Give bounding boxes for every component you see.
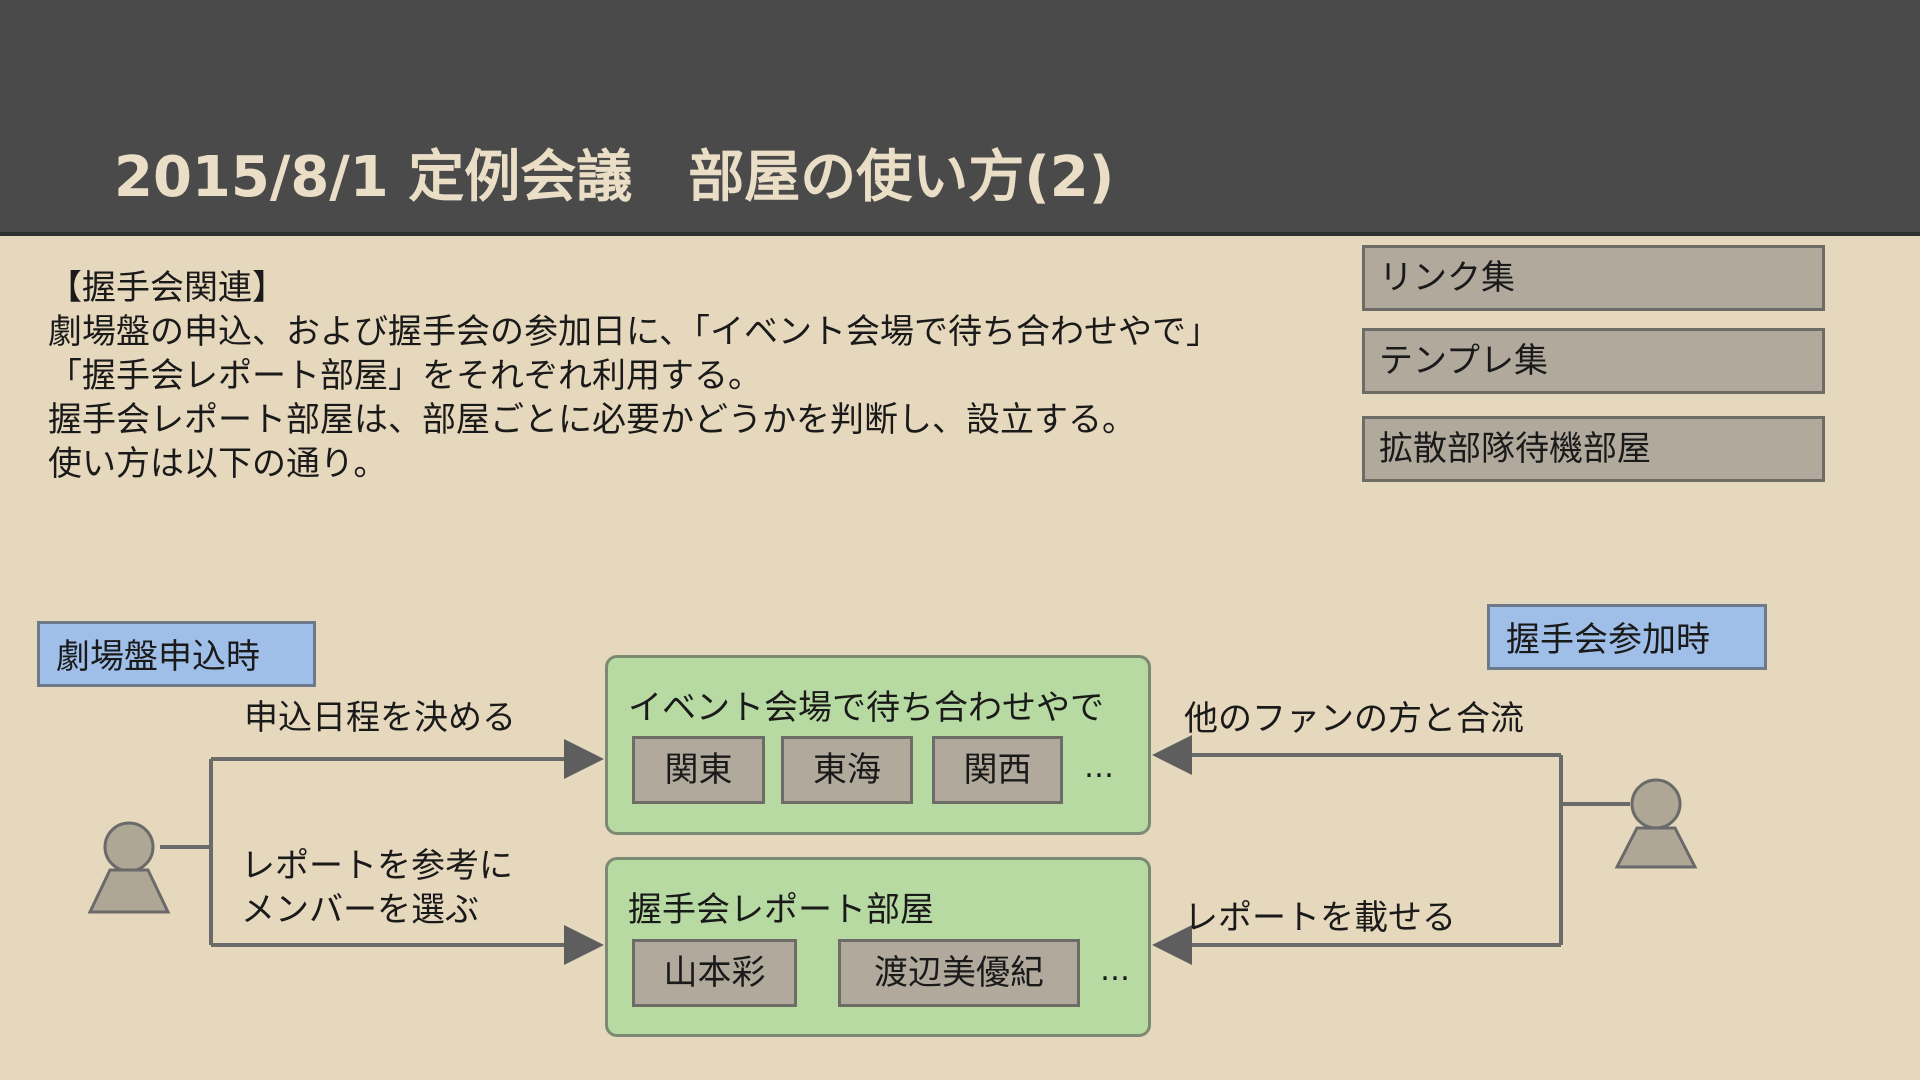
arrow-label: レポートを参考に: [241, 846, 513, 886]
person-left-icon: [87, 821, 171, 914]
intro-line: 「握手会レポート部屋」をそれぞれ利用する。: [48, 356, 762, 396]
member-chip[interactable]: 山本彩: [632, 939, 797, 1007]
intro-text: 【握手会関連】 劇場盤の申込、および握手会の参加日に、「イベント会場で待ち合わせ…: [48, 266, 1220, 486]
page-title: 2015/8/1 定例会議 部屋の使い方(2): [114, 145, 1115, 210]
arrow-label: 他のファンの方と合流: [1184, 699, 1524, 739]
intro-heading: 【握手会関連】: [48, 268, 286, 308]
template-collection-button[interactable]: テンプレ集: [1362, 328, 1825, 394]
intro-line: 使い方は以下の通り。: [48, 444, 388, 484]
event-room-title: イベント会場で待ち合わせやで: [628, 688, 1104, 728]
right-connector: [1559, 755, 1630, 945]
header-bar: [0, 0, 1920, 236]
person-right-icon: [1614, 778, 1698, 869]
region-chip-tokai[interactable]: 東海: [781, 736, 913, 804]
report-room-title: 握手会レポート部屋: [628, 890, 934, 930]
more-ellipsis: …: [1100, 953, 1130, 988]
region-chip-kanto[interactable]: 関東: [632, 736, 765, 804]
link-collection-button[interactable]: リンク集: [1362, 245, 1825, 311]
arrow-label: レポートを載せる: [1184, 898, 1456, 938]
region-chip-kansai[interactable]: 関西: [932, 736, 1063, 804]
intro-line: 握手会レポート部屋は、部屋ごとに必要かどうかを判断し、設立する。: [48, 400, 1136, 440]
handshake-attendance-label: 握手会参加時: [1487, 604, 1767, 670]
intro-line: 劇場盤の申込、および握手会の参加日に、「イベント会場で待ち合わせやで」: [48, 312, 1220, 352]
more-ellipsis: …: [1084, 750, 1114, 785]
event-room-box[interactable]: イベント会場で待ち合わせやで 関東 東海 関西 …: [605, 655, 1151, 835]
arrow-label: メンバーを選ぶ: [241, 890, 479, 930]
diffusion-standby-room-button[interactable]: 拡散部隊待機部屋: [1362, 416, 1825, 482]
arrow-label: 申込日程を決める: [244, 698, 516, 738]
member-chip[interactable]: 渡辺美優紀: [838, 939, 1080, 1007]
report-room-box[interactable]: 握手会レポート部屋 山本彩 渡辺美優紀 …: [605, 857, 1151, 1037]
theater-application-label: 劇場盤申込時: [37, 621, 316, 687]
left-connector: [160, 759, 213, 945]
